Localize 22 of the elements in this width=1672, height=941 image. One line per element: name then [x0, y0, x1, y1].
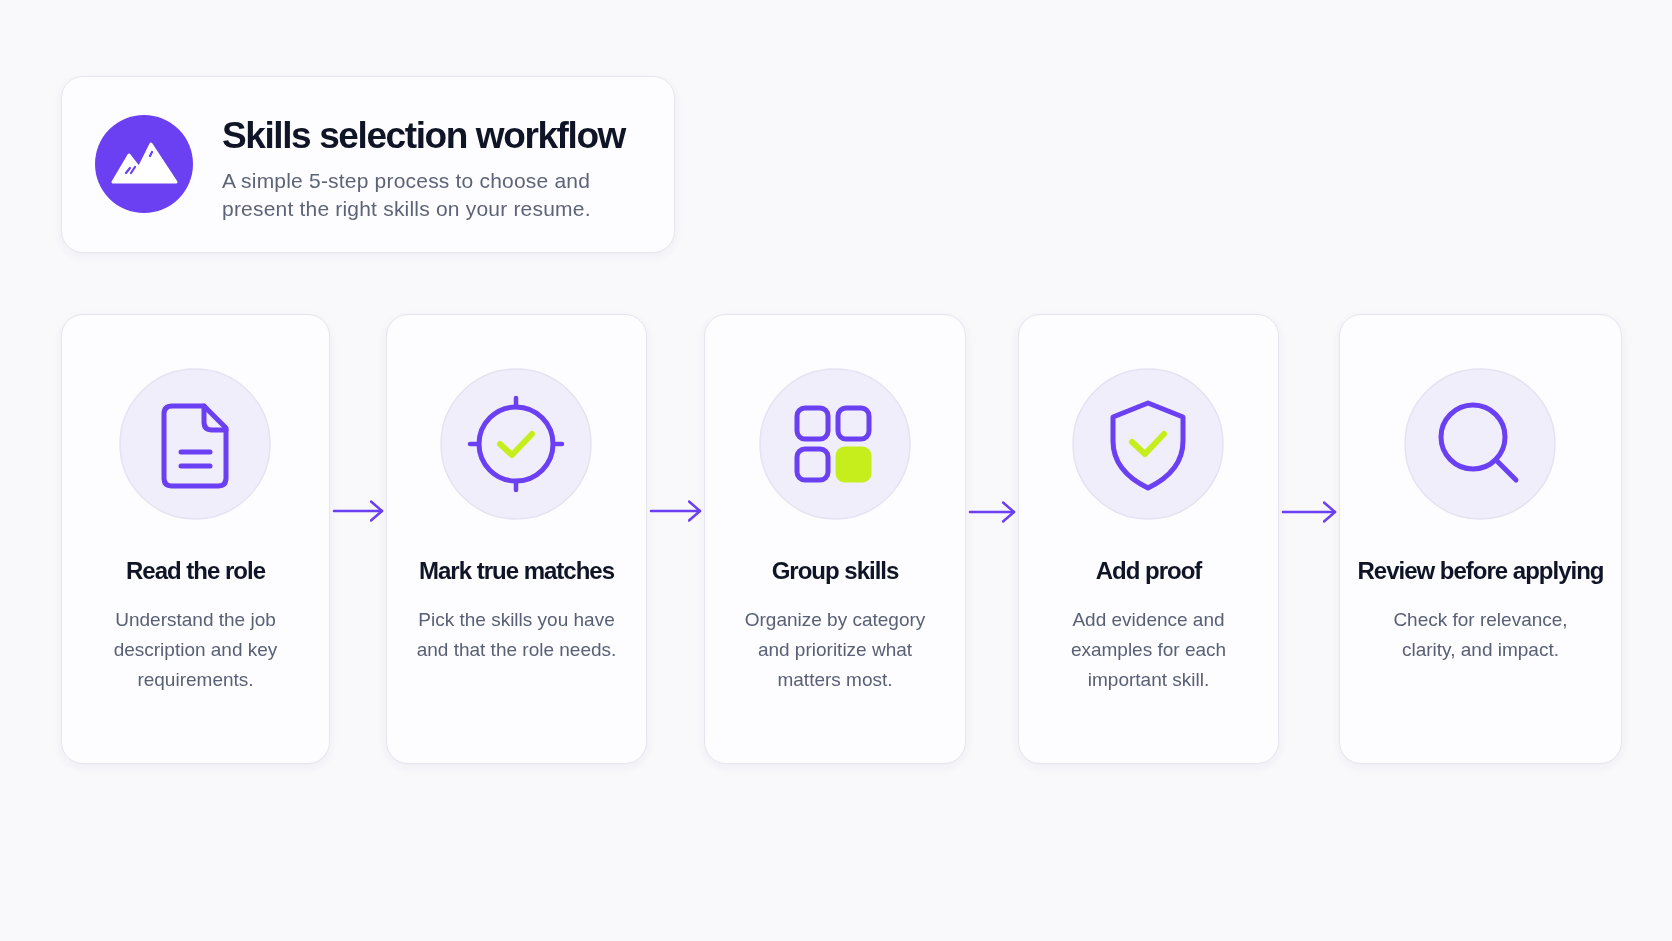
arrow [1281, 501, 1337, 523]
step-card [704, 314, 966, 764]
step-description: Check for relevance, clarity, and impact. [1392, 608, 1569, 662]
step-title: Add proof [1095, 556, 1202, 586]
arrow [332, 500, 384, 522]
header-card [61, 76, 675, 253]
arrow [649, 500, 702, 522]
step-card [386, 314, 647, 764]
step-description: Pick the skills you have and that the role needs. [416, 608, 617, 662]
step-description: Understand the job description and key requirements. [113, 608, 278, 692]
step-title: Read the role [125, 556, 265, 586]
step-card [1018, 314, 1279, 764]
step-title: Group skills [771, 556, 899, 586]
step-description: Add evidence and examples for each important skill. [1070, 608, 1227, 692]
step-card [61, 314, 330, 764]
step-description: Organize by category and prioritize what matters most. [744, 608, 926, 692]
step-title: Mark true matches [418, 556, 615, 586]
step-card [1339, 314, 1622, 764]
arrow [968, 501, 1016, 523]
header-heading: Skills selection workflow [222, 114, 625, 158]
header-description: A simple 5-step process to choose and present the right skills on your resume. [222, 168, 592, 222]
step-title: Review before applying [1357, 556, 1604, 586]
